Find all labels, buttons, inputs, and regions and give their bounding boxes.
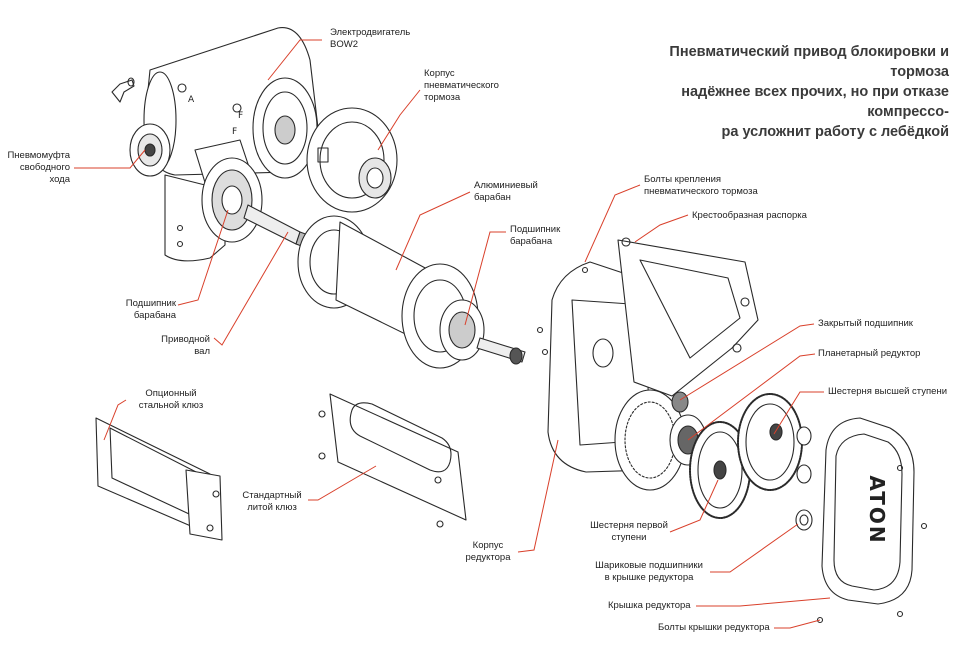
leader-closed-bearing (679, 323, 815, 401)
label-steel-fairlead: Опционный стальной клюз (138, 388, 204, 411)
label-drum-bearing-right: Подшипник барабана (510, 224, 561, 247)
cover-logo: ATON (865, 475, 889, 544)
motor-terminal-a: A (188, 95, 195, 105)
cover-ball-bearings (795, 464, 813, 531)
label-planetary: Планетарный редуктор (818, 348, 921, 359)
pneumatic-clutch (129, 123, 171, 177)
leader-steel-fairlead (103, 399, 127, 441)
leader-drum (395, 191, 471, 271)
electric-motor: A F F (143, 27, 319, 179)
label-drive-shaft: Приводной вал (161, 334, 210, 357)
leader-cover-bolts (774, 619, 821, 629)
label-drum-bearing-left: Подшипник барабана (125, 298, 176, 321)
label-top-gear: Шестерня высшей ступени (828, 386, 947, 397)
leader-lines (74, 39, 831, 629)
leader-brake-bolts (584, 184, 641, 263)
cast-fairlead (318, 393, 467, 528)
headline: Пневматический привод блокировки и тормо… (669, 44, 949, 140)
leader-clutch (74, 149, 146, 169)
leader-std-fairlead (308, 465, 377, 501)
leader-brake-housing (377, 89, 421, 151)
label-closed-bearing: Закрытый подшипник (818, 318, 913, 329)
label-std-fairlead: Стандартный литой клюз (242, 490, 302, 513)
pneumatic-brake-housing (306, 107, 398, 213)
drum-bearing-left (201, 157, 263, 243)
label-brake-bolts: Болты крепления пневматического тормоза (644, 174, 758, 197)
label-drum: Алюминиевый барабан (474, 180, 538, 203)
leader-gear-housing (517, 439, 559, 553)
air-fitting (111, 77, 135, 103)
leader-first-gear (669, 479, 719, 533)
first-stage-gear (689, 421, 751, 519)
motor-terminal-f1: F (238, 111, 243, 121)
label-cover-bolts: Болты крышки редуктора (658, 622, 770, 633)
label-motor: Электродвигатель BOW2 (330, 27, 411, 50)
motor-terminal-f2: F (232, 127, 237, 137)
label-gear-cover: Крышка редуктора (608, 600, 691, 611)
leader-top-gear (773, 391, 824, 435)
gearbox-cover: ATON (816, 417, 928, 624)
leader-motor (267, 39, 322, 81)
cross-spacer (617, 237, 759, 397)
label-clutch: Пневмомуфта свободного хода (7, 150, 70, 185)
top-stage-gear (737, 393, 812, 491)
label-first-gear: Шестерня первой ступени (590, 520, 668, 543)
leader-planetary (687, 353, 816, 441)
leader-cross-spacer (634, 214, 689, 243)
drum-bearing-right (439, 299, 526, 365)
leader-gear-cover (696, 597, 831, 607)
label-ball-bearings: Шариковые подшипники в крышке редуктора (595, 560, 703, 583)
steel-fairlead (95, 417, 223, 541)
leader-drum-bearing-right (464, 231, 506, 326)
label-cross-spacer: Крестообразная распорка (692, 210, 807, 221)
label-gear-housing: Корпус редуктора (465, 540, 511, 563)
leader-drive-shaft (213, 231, 289, 346)
leader-drum-bearing-left (177, 209, 229, 306)
label-brake-housing: Корпус пневматического тормоза (424, 68, 499, 103)
leader-ball-bearings (710, 523, 799, 573)
